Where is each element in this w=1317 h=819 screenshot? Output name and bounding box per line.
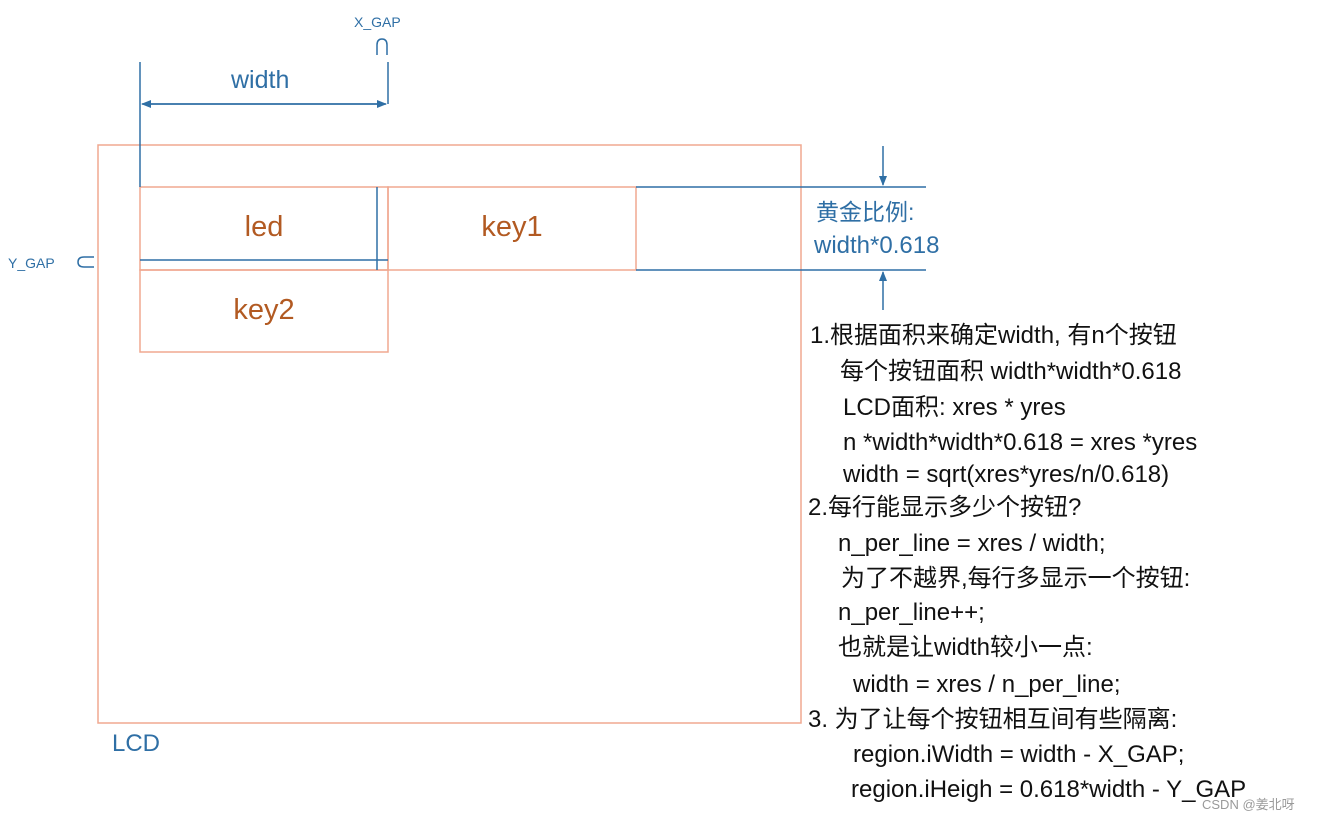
note-line: n_per_line = xres / width; bbox=[838, 530, 1106, 557]
note-line: n_per_line++; bbox=[838, 599, 985, 626]
note-line: 2.每行能显示多少个按钮? bbox=[808, 494, 1082, 521]
watermark: CSDN @姜北呀 bbox=[1202, 797, 1295, 812]
key2-label: key2 bbox=[233, 294, 295, 326]
note-line: width = sqrt(xres*yres/n/0.618) bbox=[843, 461, 1170, 488]
note-line: 每个按钮面积 width*width*0.618 bbox=[840, 358, 1182, 385]
note-line: n *width*width*0.618 = xres *yres bbox=[843, 429, 1198, 456]
note-line: region.iHeigh = 0.618*width - Y_GAP bbox=[851, 776, 1247, 803]
golden-ratio-label-2: width*0.618 bbox=[814, 232, 940, 259]
note-line: region.iWidth = width - X_GAP; bbox=[853, 741, 1185, 768]
key1-label: key1 bbox=[481, 211, 543, 243]
x-gap-bracket bbox=[376, 38, 388, 55]
note-line: 也就是让width较小一点: bbox=[838, 634, 1093, 661]
note-line: 为了不越界,每行多显示一个按钮: bbox=[841, 565, 1191, 592]
key2-box bbox=[139, 269, 389, 353]
width-label: width bbox=[231, 66, 290, 94]
note-line: 1.根据面积来确定width, 有n个按钮 bbox=[810, 322, 1177, 349]
led-label: led bbox=[244, 211, 284, 243]
golden-ratio-label-1: 黄金比例: bbox=[816, 199, 915, 225]
y-gap-bracket bbox=[77, 256, 94, 268]
note-line: LCD面积: xres * yres bbox=[843, 394, 1066, 421]
x-gap-label: X_GAP bbox=[354, 14, 401, 30]
note-line: width = xres / n_per_line; bbox=[853, 671, 1121, 698]
lcd-label: LCD bbox=[112, 730, 161, 757]
y-gap-label: Y_GAP bbox=[8, 255, 55, 271]
note-line: 3. 为了让每个按钮相互间有些隔离: bbox=[808, 706, 1178, 733]
lcd-outline bbox=[97, 144, 802, 724]
key1-box bbox=[387, 186, 637, 271]
